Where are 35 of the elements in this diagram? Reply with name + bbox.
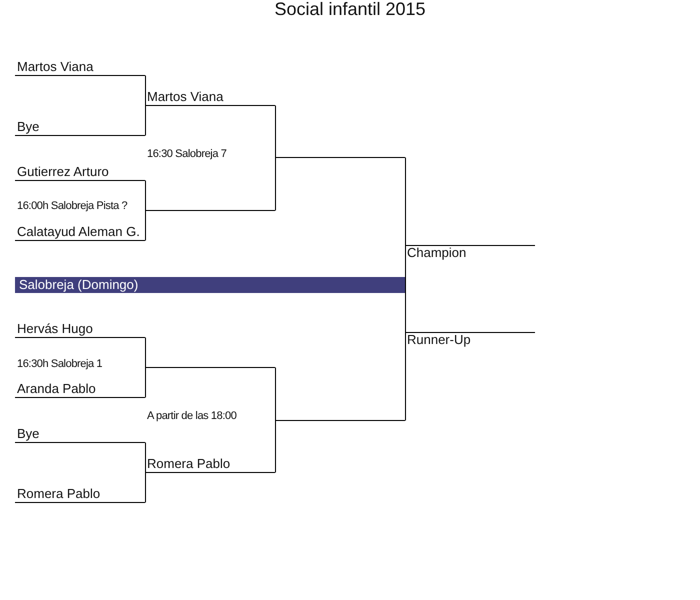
match-note: 16:30h Salobreja 1 [17,358,102,371]
player-slot: Martos Viana [15,59,145,76]
player-slot: Gutierrez Arturo [15,164,145,181]
bracket-line [145,472,146,503]
bracket-line [145,75,146,106]
player-slot: Romera Pablo [15,486,145,503]
bracket-line [275,157,276,211]
bracket-line [145,337,146,368]
bracket-line [275,105,276,158]
player-slot: Romera Pablo [145,456,275,473]
result-slot: Runner-Up [405,332,535,347]
result-slot: Champion [405,245,535,260]
bracket-line [405,332,406,421]
bracket-line [145,367,146,398]
bracket-line [275,367,276,421]
match-note: 16:00h Salobreja Pista ? [17,200,128,213]
slot-line [275,157,405,158]
match-note: A partir de las 18:00 [147,410,236,423]
player-slot: Hervás Hugo [15,321,145,338]
match-note: 16:30 Salobreja 7 [147,148,226,161]
bracket-line [275,420,276,473]
slot-line [145,210,275,211]
bracket-line [145,210,146,241]
section-band: Salobreja (Domingo) [15,277,405,293]
slot-line [145,367,275,368]
player-slot: Bye [15,119,145,136]
bracket-line [145,442,146,473]
bracket-title: Social infantil 2015 [274,0,426,20]
bracket-line [145,105,146,136]
slot-line [275,420,405,421]
player-slot: Calatayud Aleman G. [15,224,145,241]
player-slot: Martos Viana [145,89,275,106]
player-slot: Aranda Pablo [15,381,145,398]
bracket-line [145,180,146,211]
player-slot: Bye [15,426,145,443]
